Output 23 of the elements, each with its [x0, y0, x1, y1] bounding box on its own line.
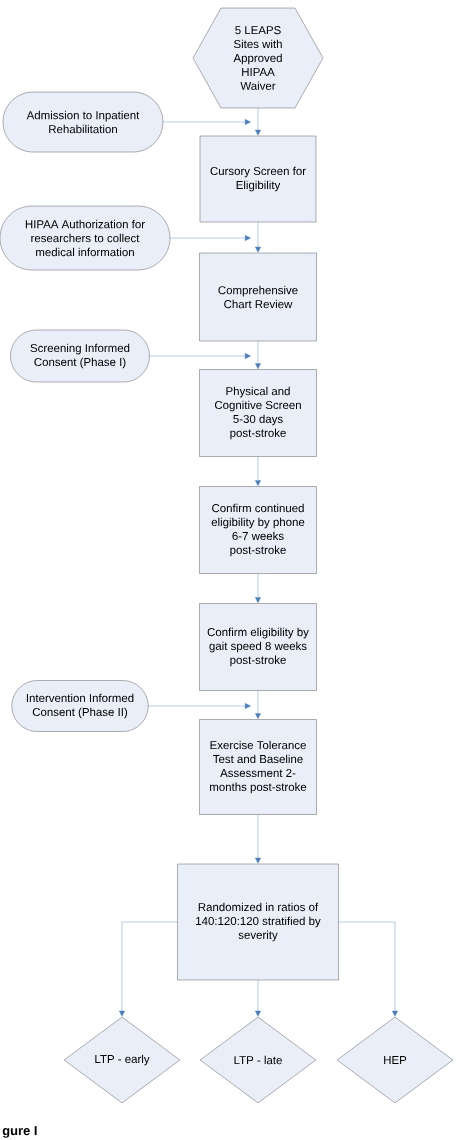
start-hexagon: 5 LEAPS Sites with Approved HIPAA Waiver	[192, 7, 324, 109]
arrow	[170, 235, 251, 241]
process-box: Physical and Cognitive Screen 5-30 days post-stroke	[199, 369, 317, 457]
arrow	[255, 222, 261, 253]
arrow	[255, 456, 261, 487]
arrow	[255, 341, 261, 370]
arrow	[255, 573, 261, 604]
arrow	[338, 921, 398, 1017]
process-box: Exercise Tolerance Test and Baseline Assessment 2- months post-stroke	[199, 719, 317, 815]
caption: gure I	[2, 1126, 37, 1138]
arrow	[255, 108, 261, 136]
process-box: Confirm eligibility by gait speed 8 weeks post-stroke	[199, 603, 317, 691]
arrow	[149, 353, 251, 359]
process-box: Comprehensive Chart Review	[199, 252, 317, 342]
arrow	[148, 703, 251, 709]
arrow	[255, 690, 261, 720]
arrow	[119, 921, 178, 1017]
arrow	[255, 814, 261, 864]
process-box: Randomized in ratios of 140:120:120 stratified by severity	[177, 863, 339, 981]
arrow	[163, 119, 251, 125]
arrow	[255, 980, 261, 1017]
process-box: Cursory Screen for Eligibility	[199, 135, 317, 223]
process-box: Confirm continued eligibility by phone 6-7 weeks post-stroke	[199, 486, 317, 574]
